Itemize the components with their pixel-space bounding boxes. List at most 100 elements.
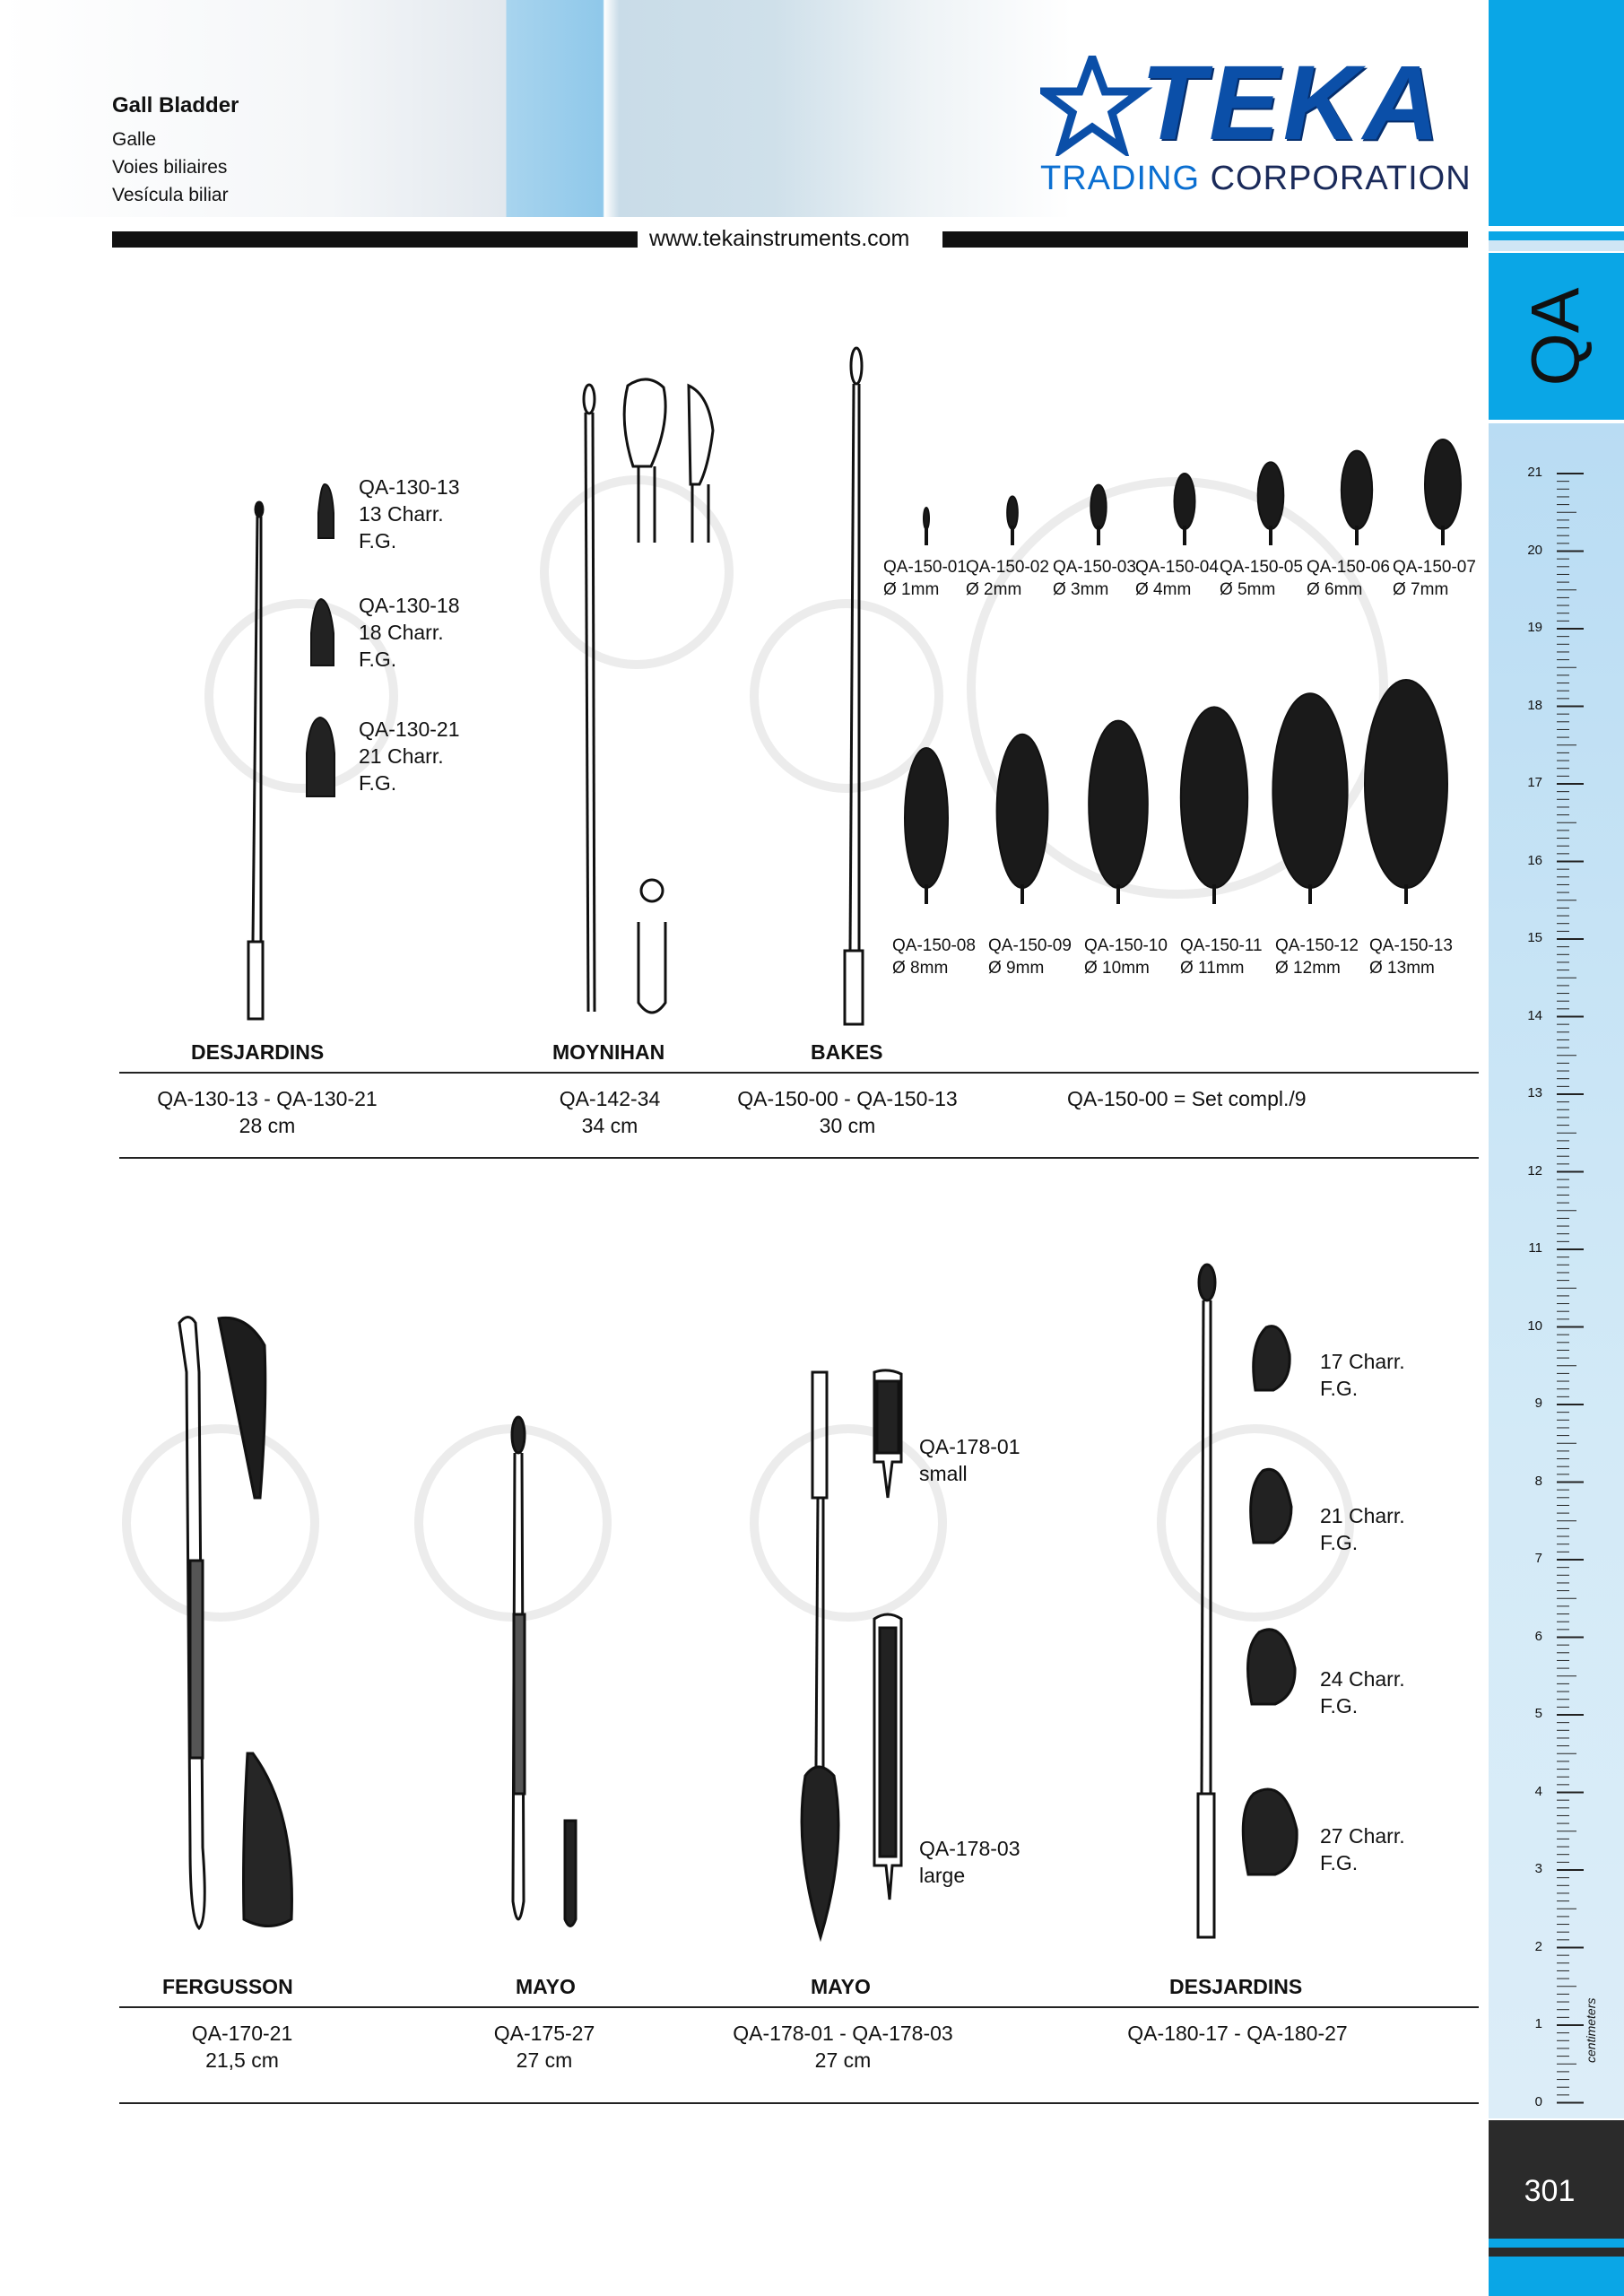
probe-size: 13 Charr. bbox=[359, 502, 444, 526]
scoop-size-label: 24 Charr. F.G. bbox=[1320, 1665, 1405, 1719]
watermark-seal bbox=[1157, 1424, 1354, 1622]
moynihan-scoop-image bbox=[582, 378, 715, 1014]
ruler-label: 13 bbox=[1527, 1085, 1542, 1100]
brand-name: TRADING CORPORATION bbox=[1040, 160, 1472, 198]
probe-size: 18 Charr. bbox=[359, 621, 444, 644]
product-length: 27 cm bbox=[516, 2048, 573, 2072]
brand-name-corporation: CORPORATION bbox=[1210, 160, 1472, 197]
ruler-label: 14 bbox=[1527, 1007, 1542, 1023]
sidebar-divider-light bbox=[1489, 240, 1624, 251]
bakes-diameter: Ø 7mm bbox=[1393, 580, 1449, 599]
bakes-diameter: Ø 3mm bbox=[1053, 580, 1109, 599]
bakes-tip bbox=[1424, 439, 1462, 530]
ruler-label: 1 bbox=[1534, 2016, 1542, 2031]
bakes-code: QA-150-10 bbox=[1084, 936, 1168, 955]
product-spec: QA-175-27 27 cm bbox=[473, 2020, 616, 2074]
bakes-diameter: Ø 2mm bbox=[966, 580, 1022, 599]
teka-logo: TEKA bbox=[1031, 45, 1471, 161]
product-codes: QA-180-17 - QA-180-27 bbox=[1127, 2022, 1348, 2045]
ruler-label: 11 bbox=[1528, 1240, 1542, 1256]
mayo-variant-label: QA-178-01 small bbox=[919, 1433, 1020, 1487]
header-banner bbox=[0, 0, 1489, 217]
ruler-label: 18 bbox=[1527, 697, 1542, 713]
variant-code: QA-178-03 bbox=[919, 1837, 1020, 1860]
scoop-size-label: 17 Charr. F.G. bbox=[1320, 1348, 1405, 1402]
table-rule bbox=[119, 1072, 1479, 1074]
variant-size: small bbox=[919, 1462, 968, 1485]
scoop-note: F.G. bbox=[1320, 1694, 1359, 1718]
product-spec: QA-178-01 - QA-178-03 27 cm bbox=[708, 2020, 977, 2074]
set-note: QA-150-00 = Set compl./9 bbox=[1067, 1087, 1307, 1110]
bakes-diameter: Ø 10mm bbox=[1084, 959, 1150, 978]
ruler-label: 4 bbox=[1534, 1783, 1542, 1799]
bakes-tip bbox=[1340, 449, 1374, 530]
ruler-label: 7 bbox=[1534, 1551, 1542, 1566]
ruler-label: 19 bbox=[1527, 620, 1542, 635]
product-name: DESJARDINS bbox=[191, 1040, 325, 1064]
scoop-size: 24 Charr. bbox=[1320, 1667, 1405, 1691]
variant-size: large bbox=[919, 1864, 966, 1887]
ruler-label: 8 bbox=[1534, 1473, 1542, 1489]
bakes-code: QA-150-08 bbox=[892, 936, 976, 955]
product-length: 34 cm bbox=[581, 1114, 638, 1137]
mayo-probe-image bbox=[800, 1369, 903, 1943]
product-codes: QA-178-01 - QA-178-03 bbox=[733, 2022, 953, 2045]
sidebar-stripe bbox=[1489, 2257, 1624, 2296]
mayo-variant-label: QA-178-03 large bbox=[919, 1835, 1020, 1889]
bakes-diameter: Ø 9mm bbox=[988, 959, 1045, 978]
ruler-ticks bbox=[1557, 473, 1584, 2104]
product-length: 21,5 cm bbox=[205, 2048, 279, 2072]
section-tab bbox=[1489, 253, 1624, 420]
category-translation-fr: Voies biliaires bbox=[112, 157, 228, 178]
bakes-tips-row2 bbox=[904, 679, 1448, 904]
bakes-code: QA-150-03 bbox=[1053, 558, 1136, 577]
product-spec: QA-130-13 - QA-130-21 28 cm bbox=[137, 1085, 397, 1139]
table-rule bbox=[119, 2102, 1479, 2104]
desjardins-probe-label: QA-130-18 18 Charr. F.G. bbox=[359, 592, 460, 673]
bakes-code: QA-150-01 bbox=[883, 558, 967, 577]
website-url[interactable]: www.tekainstruments.com bbox=[649, 226, 910, 251]
mayo-scoop-image bbox=[510, 1415, 578, 1927]
scoop-note: F.G. bbox=[1320, 1851, 1359, 1874]
probe-code: QA-130-13 bbox=[359, 475, 460, 499]
bakes-tip bbox=[995, 733, 1049, 890]
bakes-code: QA-150-05 bbox=[1220, 558, 1303, 577]
top-instrument-illustrations bbox=[247, 346, 1462, 1026]
scoop-size-label: 27 Charr. F.G. bbox=[1320, 1822, 1405, 1876]
product-codes: QA-130-13 - QA-130-21 bbox=[157, 1087, 378, 1110]
sidebar-stripe bbox=[1489, 2239, 1624, 2248]
watermark-seal bbox=[540, 475, 734, 669]
bakes-code: QA-150-02 bbox=[966, 558, 1049, 577]
product-codes: QA-150-00 - QA-150-13 bbox=[737, 1087, 958, 1110]
product-codes: QA-142-34 bbox=[559, 1087, 661, 1110]
watermark-seal bbox=[750, 1424, 947, 1622]
table-rule bbox=[119, 1157, 1479, 1159]
bakes-tip bbox=[1088, 719, 1149, 889]
bakes-diameter: Ø 12mm bbox=[1275, 959, 1341, 978]
sidebar-top-block bbox=[1489, 0, 1624, 226]
page-number: 301 bbox=[1524, 2174, 1576, 2208]
watermark-seal bbox=[750, 599, 943, 793]
scoop-note: F.G. bbox=[1320, 1531, 1359, 1554]
bakes-code: QA-150-13 bbox=[1369, 936, 1453, 955]
scoop-size-label: 21 Charr. F.G. bbox=[1320, 1502, 1405, 1556]
ruler-label: 2 bbox=[1534, 1938, 1542, 1954]
product-codes: QA-170-21 bbox=[191, 2022, 293, 2045]
product-name: MOYNIHAN bbox=[552, 1040, 665, 1064]
page-number-block bbox=[1489, 2120, 1624, 2239]
product-length: 28 cm bbox=[239, 1114, 296, 1137]
bakes-diameter: Ø 8mm bbox=[892, 959, 949, 978]
ruler-label: 5 bbox=[1534, 1706, 1542, 1721]
probe-code: QA-130-21 bbox=[359, 718, 460, 741]
bakes-dilator-rod-image bbox=[843, 346, 864, 1026]
product-codes: QA-175-27 bbox=[493, 2022, 595, 2045]
desjardins-probe-label: QA-130-13 13 Charr. F.G. bbox=[359, 474, 460, 554]
category-translation-es: Vesícula biliar bbox=[112, 185, 229, 205]
sidebar-divider bbox=[1489, 231, 1624, 240]
